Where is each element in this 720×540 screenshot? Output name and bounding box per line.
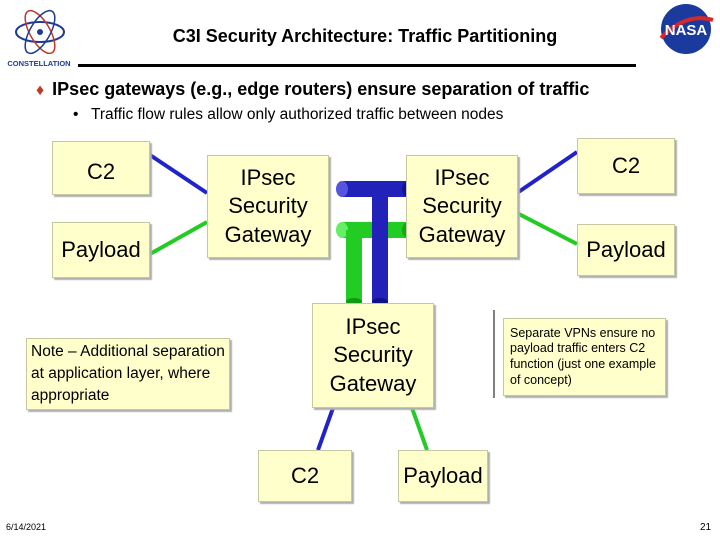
left-gateway-label: IPsec Security Gateway: [224, 164, 312, 247]
left-payload-label: Payload: [61, 236, 141, 262]
right-ipsec-gateway: IPsec Security Gateway: [406, 155, 518, 258]
link-bottom-payload: [410, 407, 429, 451]
bottom-c2-node: C2: [258, 450, 352, 502]
link-left-c2: [148, 153, 209, 195]
sub-bullet: • Traffic flow rules allow only authorize…: [73, 106, 503, 124]
constellation-logo-text: CONSTELLATION: [7, 59, 70, 68]
vpn-note: Separate VPNs ensure no payload traffic …: [503, 318, 666, 396]
dot-bullet-icon: •: [73, 106, 79, 123]
bottom-payload-node: Payload: [398, 450, 488, 502]
left-ipsec-gateway: IPsec Security Gateway: [207, 155, 329, 258]
nasa-logo-text: NASA: [665, 22, 708, 39]
page-title: C3I Security Architecture: Traffic Parti…: [172, 26, 558, 46]
footer-date: 6/14/2021: [6, 522, 47, 532]
application-layer-note-text: Note – Additional separation at applicat…: [31, 343, 225, 404]
main-bullet: ♦ IPsec gateways (e.g., edge routers) ens…: [36, 79, 589, 100]
c2-vpn-pipe: [336, 181, 414, 306]
main-bullet-text: IPsec gateways (e.g., edge routers) ensu…: [52, 79, 590, 99]
title-underline: [78, 64, 636, 67]
link-bottom-c2: [316, 407, 335, 451]
sub-bullet-text: Traffic flow rules allow only authorized…: [91, 106, 504, 123]
link-left-payload: [149, 220, 208, 256]
page-number: 21: [700, 522, 712, 533]
right-payload-label: Payload: [586, 236, 666, 262]
nasa-logo: NASA: [659, 4, 714, 54]
bottom-c2-label: C2: [290, 462, 320, 488]
bottom-payload-label: Payload: [403, 462, 483, 488]
payload-vpn-pipe: [336, 222, 414, 306]
constellation-logo: CONSTELLATION: [7, 9, 71, 68]
link-right-payload: [516, 211, 578, 246]
bottom-gateway-label: IPsec Security Gateway: [329, 313, 417, 396]
diamond-bullet-icon: ♦: [36, 82, 45, 99]
right-c2-label: C2: [611, 152, 641, 178]
link-right-c2: [515, 150, 579, 195]
right-payload-node: Payload: [577, 224, 675, 276]
right-gateway-label: IPsec Security Gateway: [418, 164, 506, 247]
left-c2-node: C2: [52, 141, 150, 195]
bottom-ipsec-gateway: IPsec Security Gateway: [312, 303, 434, 408]
application-layer-note: Note – Additional separation at applicat…: [26, 338, 230, 410]
right-c2-node: C2: [577, 138, 675, 194]
left-payload-node: Payload: [52, 222, 150, 278]
vpn-note-text: Separate VPNs ensure no payload traffic …: [510, 325, 656, 387]
left-c2-label: C2: [86, 159, 116, 184]
